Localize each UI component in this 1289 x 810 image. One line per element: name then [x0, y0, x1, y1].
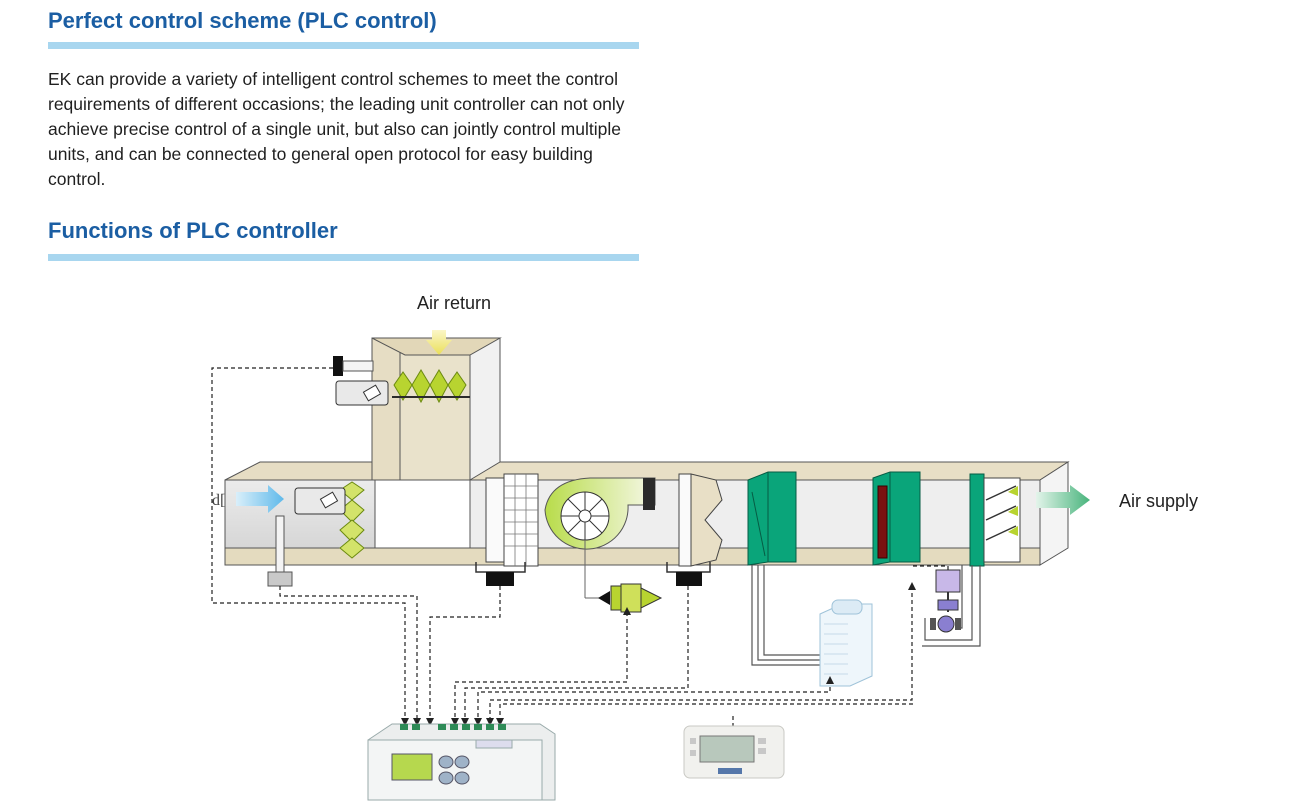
- return-temperature-sensor: [333, 356, 374, 376]
- refrigerant-piping: [751, 565, 820, 666]
- damper-actuator-fresh: [294, 487, 346, 515]
- air-return-arrow: [426, 330, 452, 355]
- title-underline: [48, 42, 639, 49]
- air-return-label: Air return: [417, 293, 492, 313]
- fresh-air-label-fragment: d[: [212, 492, 225, 509]
- fresh-air-arrow: [236, 485, 284, 513]
- supply-fan: [544, 477, 656, 550]
- filter-pressure-switch-2: [666, 562, 711, 586]
- humidifier-section: [969, 473, 1021, 567]
- control-scheme-description: EK can provide a variety of intelligent …: [48, 69, 625, 189]
- return-air-plenum: [371, 337, 502, 481]
- wiring-arrowheads: [401, 582, 916, 726]
- primary-filter: [485, 473, 539, 567]
- water-valve-actuator: [930, 569, 961, 633]
- fresh-air-temperature-sensor: [267, 515, 293, 587]
- control-wiring: [211, 367, 949, 726]
- medium-filter: [678, 473, 723, 567]
- operator-display-terminal: [683, 725, 785, 779]
- plc-controller: [367, 723, 556, 801]
- air-supply-label: Air supply: [1119, 491, 1199, 511]
- heating-coil: [872, 471, 921, 566]
- section-title-control-scheme: Perfect control scheme (PLC control): [48, 8, 437, 33]
- cooling-coil: [747, 471, 797, 566]
- section-title-plc-functions: Functions of PLC controller: [48, 218, 338, 243]
- fresh-air-damper: [339, 481, 365, 559]
- outdoor-condensing-unit: [819, 599, 873, 687]
- title-underline: [48, 254, 639, 261]
- fan-motor: [598, 583, 663, 613]
- filter-pressure-switch-1: [475, 562, 526, 586]
- supply-air-arrow: [1036, 485, 1090, 515]
- damper-actuator-return: [335, 380, 389, 406]
